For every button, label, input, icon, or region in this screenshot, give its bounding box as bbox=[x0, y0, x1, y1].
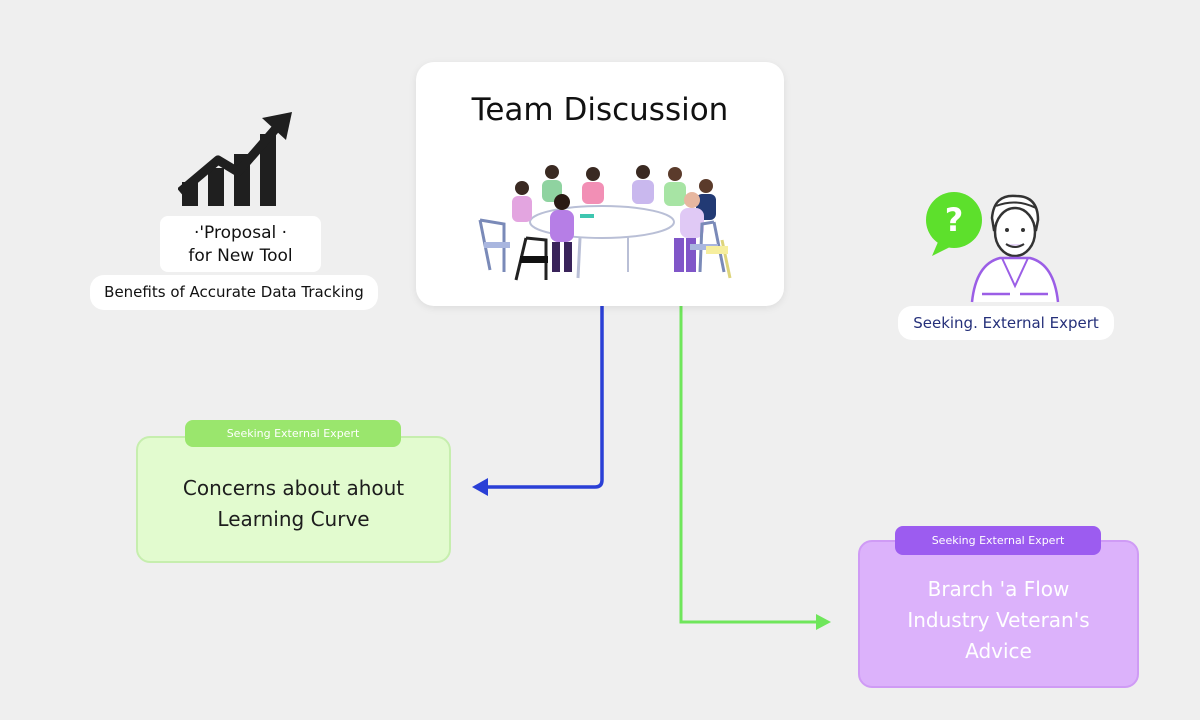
benefits-label: Benefits of Accurate Data Tracking bbox=[90, 275, 378, 310]
team-discussion-card[interactable]: Team Discussion bbox=[416, 62, 784, 306]
learning-curve-line-2: Learning Curve bbox=[217, 506, 370, 531]
growth-chart-icon bbox=[178, 112, 292, 206]
green-connector bbox=[679, 306, 818, 624]
seeking-external-expert-label: Seeking. External Expert bbox=[898, 306, 1114, 340]
purple-card-tag: Seeking External Expert bbox=[895, 526, 1101, 555]
green-card-tag: Seeking External Expert bbox=[185, 420, 401, 447]
proposal-line-2: for New Tool bbox=[188, 246, 293, 266]
learning-curve-card[interactable]: Concerns about ahout Learning Curve bbox=[136, 436, 451, 563]
green-arrowhead bbox=[816, 614, 831, 630]
veteran-advice-line-3: Advice bbox=[965, 638, 1032, 663]
veteran-advice-line-2: Industry Veteran's bbox=[907, 607, 1090, 632]
veteran-advice-line-1: Brarch 'a Flow bbox=[927, 576, 1070, 601]
proposal-card[interactable]: ·'Proposal · for New Tool bbox=[160, 216, 321, 272]
blue-connector bbox=[486, 306, 604, 489]
meeting-illustration-icon bbox=[478, 165, 732, 281]
external-expert-icon: ? bbox=[926, 192, 1060, 303]
blue-arrowhead bbox=[472, 478, 488, 496]
learning-curve-line-1: Concerns about ahout bbox=[182, 475, 405, 500]
proposal-line-1: ·'Proposal · bbox=[193, 223, 288, 243]
svg-text:?: ? bbox=[945, 201, 964, 239]
veteran-advice-card[interactable]: Brarch 'a Flow Industry Veteran's Advice bbox=[858, 540, 1139, 688]
team-discussion-title: Team Discussion bbox=[471, 92, 729, 128]
